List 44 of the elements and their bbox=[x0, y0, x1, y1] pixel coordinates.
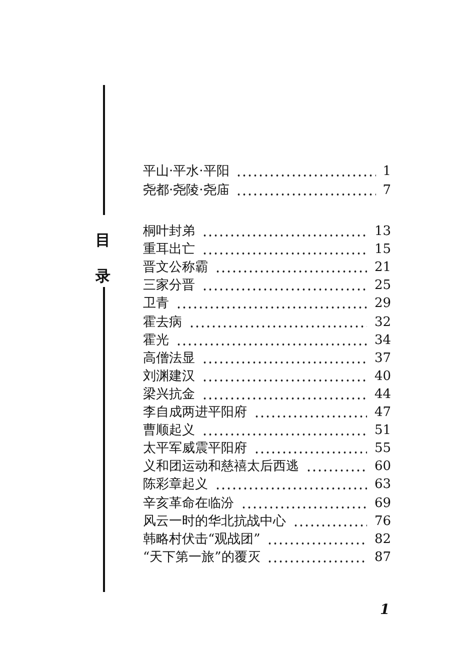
chapter-title: 尧都·尧陵·尧庙 bbox=[143, 182, 230, 198]
folio-number: 1 bbox=[380, 602, 390, 618]
page-number: 60 bbox=[374, 459, 391, 476]
page-number: 7 bbox=[382, 182, 391, 198]
chapter-title: 韩略村伏击“观战团” bbox=[143, 532, 260, 548]
chapter-title: 辛亥革命在临汾 bbox=[143, 496, 234, 512]
page-number: 21 bbox=[374, 260, 391, 276]
chapter-title: 晋文公称霸 bbox=[143, 260, 208, 276]
chapter-title: 刘渊建汉 bbox=[143, 368, 195, 385]
chapter-title: 卫青 bbox=[143, 296, 169, 312]
page-number: 47 bbox=[374, 405, 391, 421]
page-number: 44 bbox=[374, 386, 391, 403]
chapter-title: 平山·平水·平阳 bbox=[143, 164, 230, 180]
page-number: 15 bbox=[374, 242, 391, 258]
page-number: 25 bbox=[374, 278, 391, 294]
page-number: 1 bbox=[382, 164, 391, 180]
page-number: 55 bbox=[374, 441, 391, 458]
chapter-title: 曹顺起义 bbox=[143, 423, 195, 440]
chapter-title: “天下第一旅”的覆灭 bbox=[143, 550, 260, 566]
chapter-title: 霍光 bbox=[143, 332, 169, 349]
chapter-title: 梁兴抗金 bbox=[143, 386, 195, 403]
page-number: 87 bbox=[374, 550, 391, 566]
page-number: 37 bbox=[374, 350, 391, 367]
chapter-title: 桐叶封弟 bbox=[143, 224, 195, 240]
page-number: 82 bbox=[374, 532, 391, 548]
chapter-title: 霍去病 bbox=[143, 314, 182, 330]
page-number: 40 bbox=[374, 368, 391, 385]
chapter-title: 太平军威震平阳府 bbox=[143, 441, 247, 458]
page-number: 34 bbox=[374, 332, 391, 349]
page-number: 63 bbox=[374, 477, 391, 494]
chapter-title: 重耳出亡 bbox=[143, 242, 195, 258]
chapter-title: 陈彩章起义 bbox=[143, 477, 208, 494]
page-number: 29 bbox=[374, 296, 391, 312]
page-number: 51 bbox=[374, 423, 391, 440]
chapter-title: 高僧法显 bbox=[143, 350, 195, 367]
chapter-title: 三家分晋 bbox=[143, 278, 195, 294]
page-number: 76 bbox=[374, 514, 391, 530]
page-number: 32 bbox=[374, 314, 391, 330]
chapter-title: 李自成两进平阳府 bbox=[143, 405, 247, 421]
page-number: 13 bbox=[374, 224, 391, 240]
chapter-title: 风云一时的华北抗战中心 bbox=[143, 514, 286, 530]
chapter-title: 义和团运动和慈禧太后西逃 bbox=[143, 459, 299, 476]
page-number: 69 bbox=[374, 496, 391, 512]
contents-heading: 目录 bbox=[94, 230, 112, 287]
